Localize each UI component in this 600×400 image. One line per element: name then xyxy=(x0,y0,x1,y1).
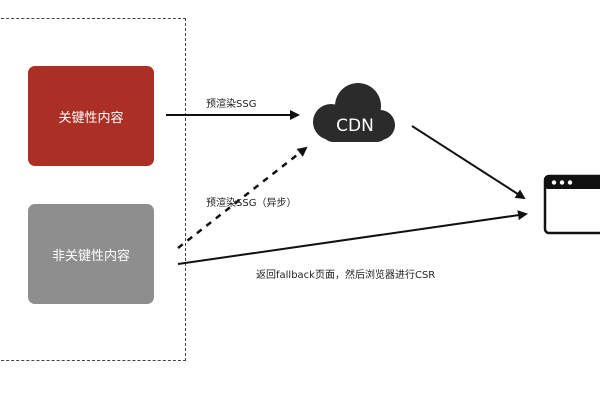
key-content-label: 关键性内容 xyxy=(58,110,124,126)
arrow-nonkey-to-browser xyxy=(177,210,528,265)
nonkey-content-label: 非关键性内容 xyxy=(51,248,130,264)
edge-label-prerender-ssg-async: 预渲染SSG（异步） xyxy=(206,198,297,209)
browser-window-icon xyxy=(543,174,600,235)
edge-label-prerender-ssg: 预渲染SSG xyxy=(206,99,257,110)
source-content-group xyxy=(0,18,186,361)
arrow-cdn-to-browser xyxy=(411,125,526,200)
key-content-box: 关键性内容 xyxy=(28,66,154,166)
nonkey-content-box: 非关键性内容 xyxy=(28,204,154,304)
arrow-nonkey-to-cdn-async xyxy=(177,146,308,249)
edge-label-fallback-csr: 返回fallback页面，然后浏览器进行CSR xyxy=(256,270,436,281)
cdn-label: CDN xyxy=(336,116,374,136)
cloud-icon xyxy=(313,83,395,142)
